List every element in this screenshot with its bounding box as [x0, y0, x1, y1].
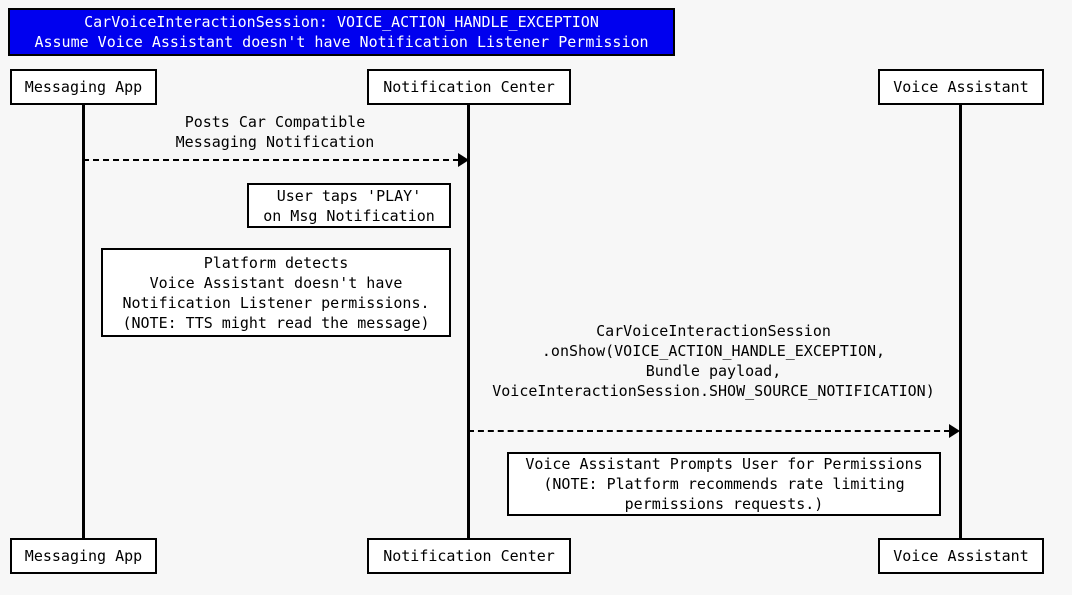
message-arrow-post-notification — [83, 153, 469, 167]
participant-voice-assistant-top[interactable]: Voice Assistant — [878, 69, 1044, 105]
message-label-line-1: Posts Car Compatible — [184, 113, 366, 131]
note-user-taps-play: User taps 'PLAY' on Msg Notification — [247, 183, 451, 228]
note-platform-detects: Platform detects Voice Assistant doesn't… — [101, 248, 451, 337]
note-line-3: permissions requests.) — [624, 495, 824, 513]
arrow-shaft — [83, 159, 459, 161]
note-line-2: (NOTE: Platform recommends rate limiting — [543, 475, 905, 493]
message-label-line-2: Messaging Notification — [175, 133, 375, 151]
message-label-line-2: .onShow(VOICE_ACTION_HANDLE_EXCEPTION, — [541, 342, 886, 360]
participant-label: Voice Assistant — [893, 78, 1029, 96]
participant-messaging-app-bottom[interactable]: Messaging App — [10, 538, 157, 574]
message-label-post-notification: Posts Car Compatible Messaging Notificat… — [82, 112, 468, 152]
participant-label: Notification Center — [383, 547, 555, 565]
note-line-3: Notification Listener permissions. — [122, 293, 430, 312]
lifeline-notification-center — [467, 104, 470, 538]
message-label-line-3: Bundle payload, — [645, 362, 782, 380]
diagram-title-banner: CarVoiceInteractionSession: VOICE_ACTION… — [8, 8, 675, 56]
note-line-1: User taps 'PLAY' — [276, 186, 422, 205]
arrow-head — [458, 153, 469, 167]
diagram-title-line-1: CarVoiceInteractionSession: VOICE_ACTION… — [84, 13, 599, 31]
message-arrow-on-show-call — [468, 424, 960, 438]
participant-messaging-app-top[interactable]: Messaging App — [10, 69, 157, 105]
message-label-line-1: CarVoiceInteractionSession — [596, 322, 831, 340]
message-label-line-4: VoiceInteractionSession.SHOW_SOURCE_NOTI… — [492, 382, 935, 400]
participant-label: Messaging App — [24, 78, 143, 96]
participant-label: Notification Center — [383, 78, 555, 96]
lifeline-voice-assistant — [959, 104, 962, 538]
participant-label: Messaging App — [24, 547, 143, 565]
lifeline-messaging-app — [82, 104, 85, 538]
note-prompts-user: Voice Assistant Prompts User for Permiss… — [507, 452, 941, 516]
arrow-shaft — [468, 430, 950, 432]
note-line-4: (NOTE: TTS might read the message) — [122, 313, 430, 332]
participant-notification-center-top[interactable]: Notification Center — [367, 69, 571, 105]
participant-label: Voice Assistant — [893, 547, 1029, 565]
note-line-1: Voice Assistant Prompts User for Permiss… — [525, 455, 923, 473]
message-label-on-show-call: CarVoiceInteractionSession .onShow(VOICE… — [467, 321, 960, 401]
arrow-head — [949, 424, 960, 438]
note-line-2: Voice Assistant doesn't have — [149, 273, 403, 292]
participant-voice-assistant-bottom[interactable]: Voice Assistant — [878, 538, 1044, 574]
diagram-title-line-2: Assume Voice Assistant doesn't have Noti… — [34, 33, 649, 51]
participant-notification-center-bottom[interactable]: Notification Center — [367, 538, 571, 574]
note-line-2: on Msg Notification — [263, 206, 435, 225]
note-line-1: Platform detects — [203, 253, 349, 272]
